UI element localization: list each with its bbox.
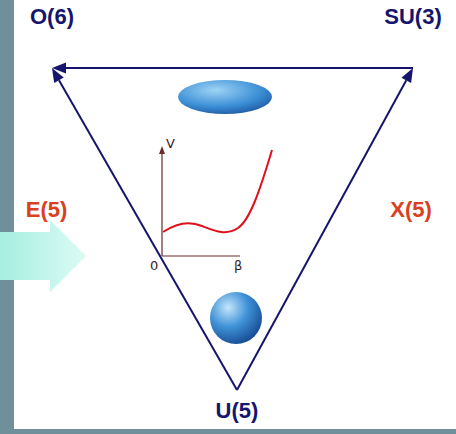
axis-label: β xyxy=(234,258,242,273)
spherical-nucleus xyxy=(210,292,262,344)
edge-label: E(5) xyxy=(26,197,68,223)
vertex-name: U(5) xyxy=(194,398,280,424)
axis-label: 0 xyxy=(150,258,158,273)
cyan-arrow xyxy=(0,220,86,292)
potential-plot xyxy=(159,146,272,256)
vertex-label: O(6) xyxy=(5,0,99,68)
edge-label: X(5) xyxy=(390,197,432,223)
background-panel xyxy=(14,0,456,429)
vertex-label: U(5) xyxy=(194,390,280,430)
vertex-name: O(6) xyxy=(5,4,99,30)
axis-label: V xyxy=(166,136,175,151)
triangle-side xyxy=(237,68,413,390)
triangle-side xyxy=(52,68,237,390)
deformed-nucleus xyxy=(178,80,272,114)
vertex-name: SU(3) xyxy=(372,4,454,30)
vertex-label: SU(3) xyxy=(372,0,454,68)
triangle-side xyxy=(52,63,413,74)
